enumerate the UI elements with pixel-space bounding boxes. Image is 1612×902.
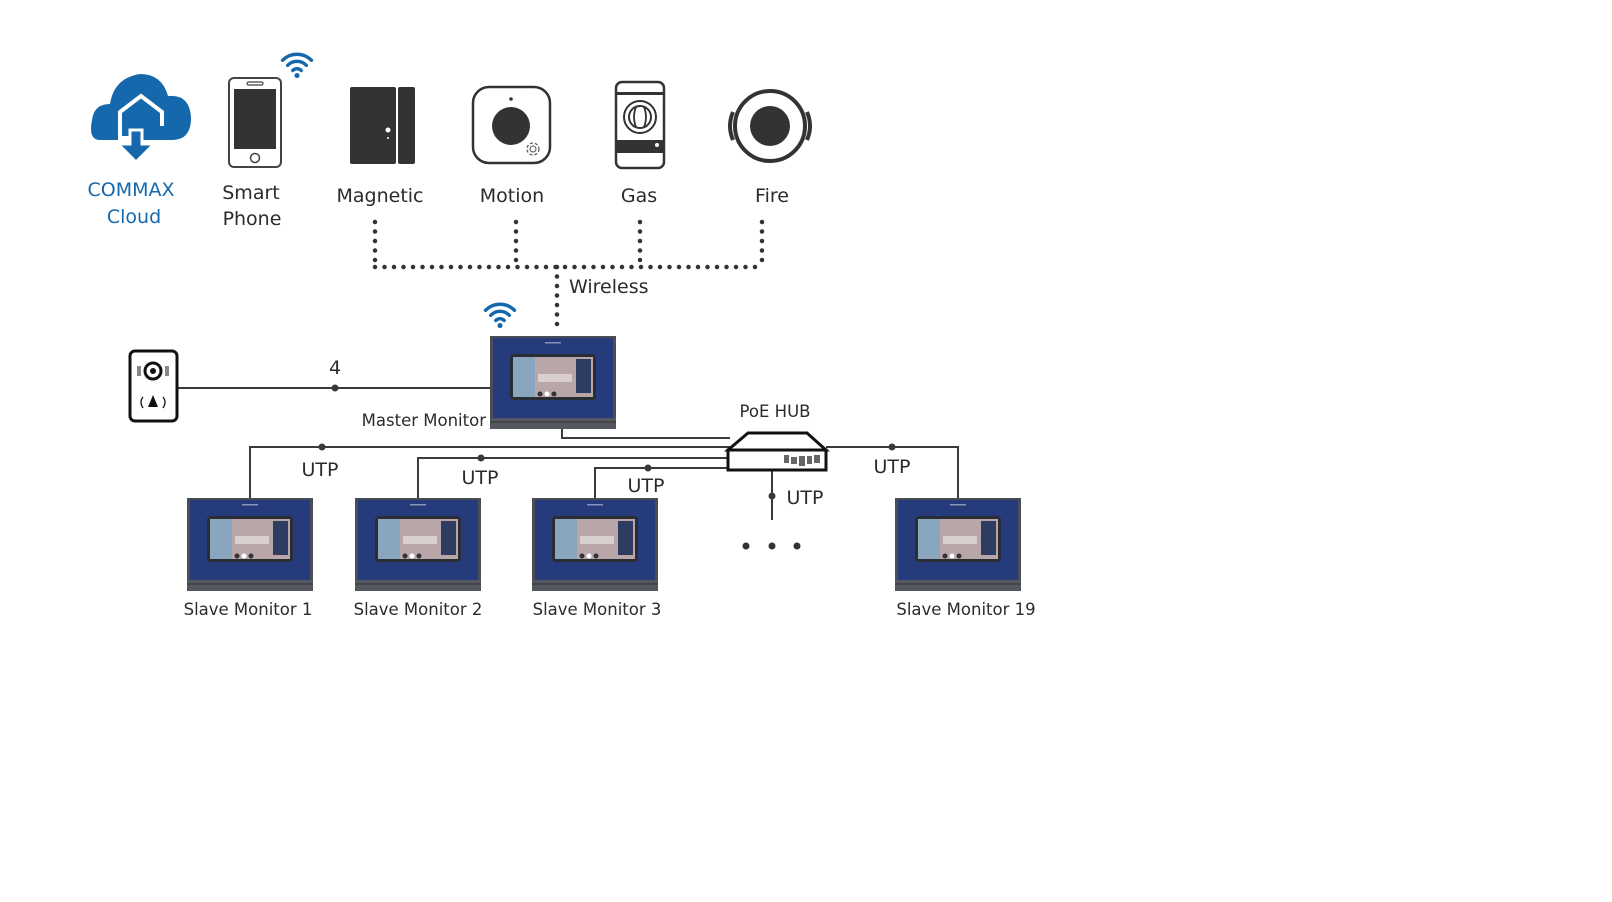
master-monitor-label: Master Monitor bbox=[362, 411, 487, 430]
smart-phone: Smart Phone bbox=[222, 52, 314, 230]
smartphone-icon bbox=[228, 77, 282, 168]
commax-cloud: COMMAX Cloud bbox=[87, 74, 191, 228]
slave-monitor-1-label: Slave Monitor 1 bbox=[184, 600, 313, 619]
slave-monitor-2-label: Slave Monitor 2 bbox=[354, 600, 483, 619]
more-monitors-ellipsis bbox=[742, 542, 801, 550]
wireless-label: Wireless bbox=[569, 276, 649, 298]
poe-hub-label: PoE HUB bbox=[740, 402, 811, 421]
slave-monitor-2-device bbox=[355, 498, 481, 591]
fire-label: Fire bbox=[755, 185, 789, 207]
wire-count-label: 4 bbox=[329, 357, 341, 379]
utp-label: UTP bbox=[628, 475, 665, 497]
door-station-icon bbox=[128, 349, 179, 423]
gas-label: Gas bbox=[621, 185, 657, 207]
motion-label: Motion bbox=[480, 185, 544, 207]
slave-monitor-3-label: Slave Monitor 3 bbox=[533, 600, 662, 619]
poe-hub-icon bbox=[723, 431, 830, 472]
magnetic-sensor: Magnetic bbox=[336, 87, 424, 207]
cloud-label-line2: Cloud bbox=[107, 206, 161, 228]
wifi-icon bbox=[483, 302, 517, 329]
gas-sensor: Gas bbox=[614, 80, 666, 207]
gas-sensor-icon bbox=[614, 80, 666, 170]
magnetic-label: Magnetic bbox=[336, 185, 423, 207]
fire-sensor-icon bbox=[728, 89, 812, 163]
slave-monitor-1-device bbox=[187, 498, 313, 591]
fire-sensor: Fire bbox=[728, 89, 812, 207]
utp-label: UTP bbox=[874, 456, 911, 478]
junction-dots bbox=[318, 384, 896, 500]
wifi-icon bbox=[280, 52, 314, 79]
magnetic-sensor-icon bbox=[350, 87, 415, 164]
slave-monitor-19-label: Slave Monitor 19 bbox=[896, 600, 1035, 619]
motion-sensor: Motion bbox=[471, 85, 552, 207]
utp-label: UTP bbox=[462, 467, 499, 489]
phone-label-line1: Smart bbox=[222, 182, 279, 204]
slave-monitor-19-device bbox=[895, 498, 1021, 591]
wireless-links bbox=[372, 219, 765, 328]
door-station bbox=[128, 349, 179, 423]
master-monitor-device bbox=[490, 336, 616, 429]
phone-label-line2: Phone bbox=[223, 208, 282, 230]
motion-sensor-icon bbox=[471, 85, 552, 165]
utp-label: UTP bbox=[787, 487, 824, 509]
slave-monitor-3-device bbox=[532, 498, 658, 591]
utp-label: UTP bbox=[302, 459, 339, 481]
cloud-label-line1: COMMAX bbox=[87, 179, 174, 201]
cloud-upload-download-icon bbox=[91, 74, 191, 165]
